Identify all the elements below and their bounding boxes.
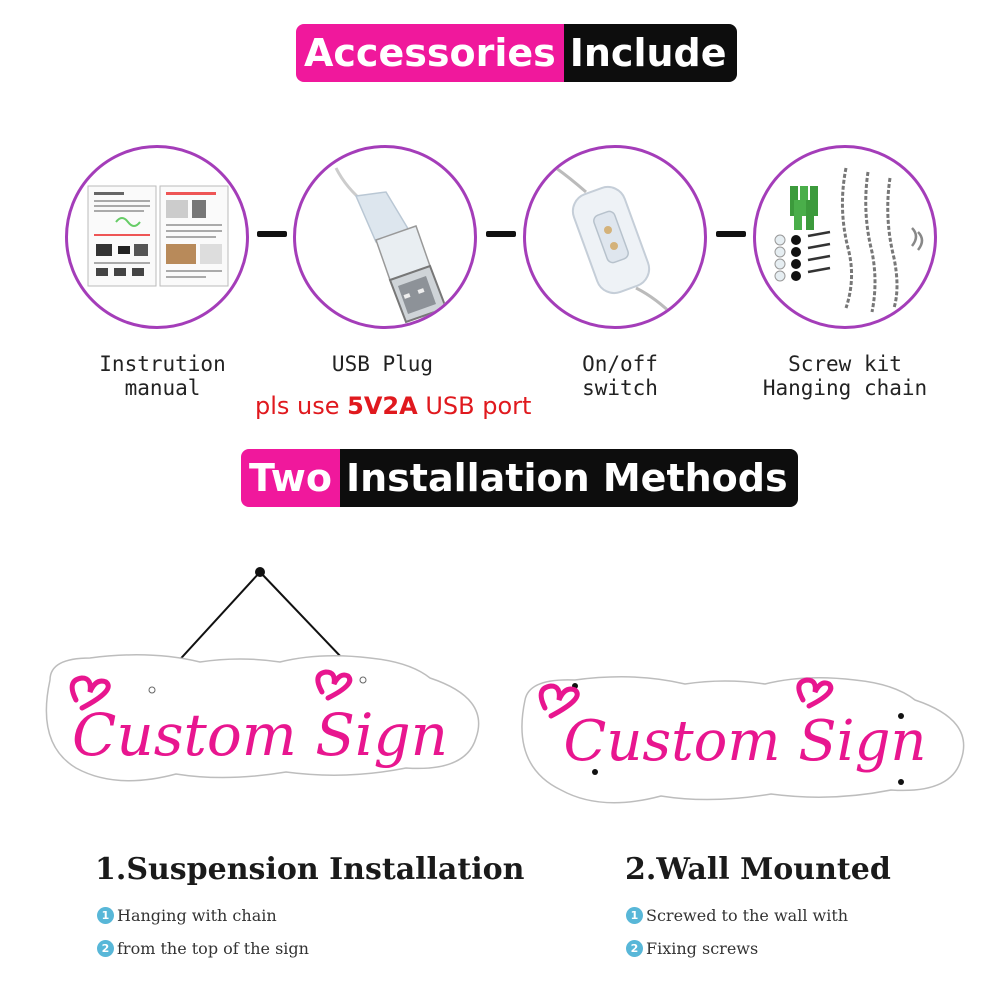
wall-mounted-title: 2.Wall Mounted xyxy=(625,852,891,887)
separator-dash xyxy=(257,231,287,237)
installation-methods-banner: Two Installation Methods xyxy=(241,449,798,507)
separator-dash xyxy=(486,231,516,237)
usb-note: pls use 5V2A USB port xyxy=(255,392,532,420)
wall-mounted-sign-illustration: Custom Sign xyxy=(515,660,970,815)
instruction-manual-icon xyxy=(65,145,249,329)
suspension-sign-illustration: Custom Sign xyxy=(30,560,490,830)
sign-text: Custom Sign xyxy=(564,709,927,774)
step-number-badge: 1 xyxy=(626,907,643,924)
sign-text: Custom Sign xyxy=(72,701,448,769)
step-number-badge: 2 xyxy=(626,940,643,957)
usb-plug-icon xyxy=(293,145,477,329)
step-number-badge: 2 xyxy=(97,940,114,957)
usb-plug-label: USB Plug xyxy=(331,352,434,376)
separator-dash xyxy=(716,231,746,237)
banner-black-text: Installation Methods xyxy=(339,449,798,507)
banner-pink-text: Two xyxy=(241,449,340,507)
screw-kit-icon xyxy=(753,145,937,329)
step-number-badge: 1 xyxy=(97,907,114,924)
suspension-installation-title: 1.Suspension Installation xyxy=(95,852,525,887)
on-off-switch-icon xyxy=(523,145,707,329)
banner-black-text: Include xyxy=(563,24,737,82)
accessories-banner: Accessories Include xyxy=(296,24,737,82)
banner-pink-text: Accessories xyxy=(296,24,564,82)
